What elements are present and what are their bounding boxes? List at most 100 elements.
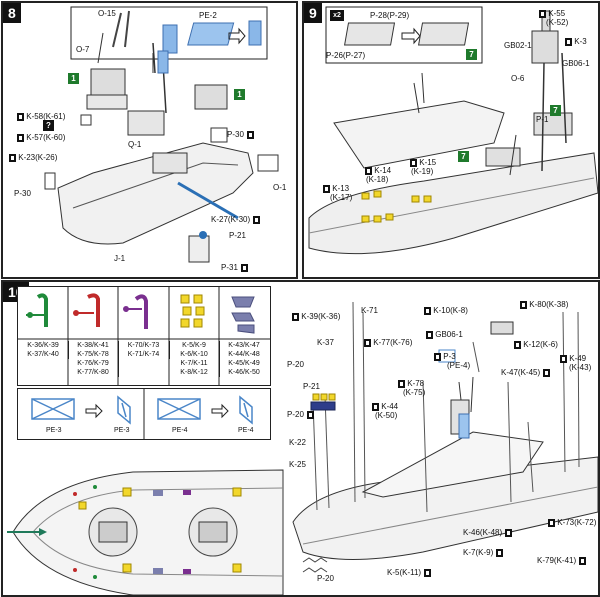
part-icon [496, 548, 504, 557]
part-icon [505, 528, 513, 537]
part-icon [543, 368, 551, 377]
label-j1: J-1 [114, 254, 126, 263]
label-k57: K-57(K-60) [16, 133, 65, 142]
label-p20-top: P-20 [287, 360, 304, 369]
part-icon [579, 556, 587, 565]
label-k39: K-39(K-36) [291, 312, 340, 321]
label-k25: K-25 [289, 460, 306, 469]
label-k80: K-80(K-38) [519, 300, 568, 309]
label-gb06: GB06-1 [425, 330, 463, 339]
label-k3: K-3 [564, 37, 587, 46]
part-icon [424, 568, 432, 577]
part-icon [292, 312, 299, 321]
label-pe3-folded: PE-3 [114, 427, 130, 434]
label-k58: K-58(K-61) [16, 112, 65, 121]
label-k15: K-15 [409, 158, 436, 167]
label-k5: K-5(K-11) [387, 568, 432, 577]
part-icon [364, 338, 371, 347]
label-k13: K-13 [322, 184, 349, 193]
label-k14: K-14 [364, 166, 391, 175]
label-k52: (K-52) [546, 18, 569, 27]
part-icon [410, 158, 417, 167]
label-k78: K-78 [397, 379, 424, 388]
label-p21-step10: P-21 [303, 382, 320, 391]
step-8-panel: 8 1 1 [1, 1, 298, 279]
label-k23: K-23(K-26) [8, 153, 57, 162]
label-pe4-paren: (PE-4) [447, 361, 471, 370]
part-icon [434, 352, 441, 361]
part-icon [17, 112, 24, 121]
step-9-panel: 9 x2 7 7 [302, 1, 600, 279]
color-badge: 7 [550, 105, 561, 116]
part-icon [426, 330, 433, 339]
label-k77: K-77(K-76) [363, 338, 412, 347]
part-icon [539, 9, 546, 18]
color-badge: 7 [458, 151, 469, 162]
label-k10: K-10(K-8) [423, 306, 468, 315]
label-p21: P-21 [229, 231, 246, 240]
label-k49: K-49 [559, 354, 586, 363]
label-p30-right: P-30 [227, 130, 255, 139]
part-icon [565, 37, 572, 46]
etched-parts-table: PE-3 PE-3 PE-4 PE-4 [17, 388, 271, 440]
part-icon [514, 340, 521, 349]
part-icon [253, 215, 261, 224]
label-k22: K-22 [289, 438, 306, 447]
part-icon [548, 518, 555, 527]
label-p3: P-3 [433, 352, 456, 361]
label-k43: (K-43) [569, 363, 592, 372]
label-k71: K-71 [361, 306, 378, 315]
step-10-drawing [7, 301, 598, 595]
label-p31: P-31 [221, 263, 249, 272]
label-k7: K-7(K-9) [463, 548, 504, 557]
label-gb806: GB06-1 [562, 59, 590, 68]
label-k55: K-55 [538, 9, 565, 18]
label-k17: (K-17) [330, 193, 353, 202]
label-pe4-flat: PE-4 [172, 427, 188, 434]
color-badge: 1 [68, 73, 79, 84]
part-icon [424, 306, 431, 315]
part-icon [560, 354, 567, 363]
label-k79: K-79(K-41) [537, 556, 587, 565]
quantity-badge: x2 [330, 10, 344, 21]
label-p28: P-28(P-29) [370, 11, 410, 20]
label-o15: O-15 [98, 9, 116, 18]
step-10-panel: 10 [1, 280, 600, 597]
part-icon [247, 130, 255, 139]
part-icon [372, 402, 379, 411]
label-k50: (K-50) [375, 411, 398, 420]
label-k12: K-12(K-6) [513, 340, 558, 349]
parts-table-grid [18, 287, 270, 385]
label-q1: Q-1 [128, 140, 142, 149]
step-number: 9 [304, 3, 322, 23]
part-icon [398, 379, 405, 388]
step-number: 8 [3, 3, 21, 23]
label-p30-left: P-30 [14, 189, 31, 198]
color-badge: 7 [466, 49, 477, 60]
label-k37: K-37 [317, 338, 334, 347]
label-k44: K-44 [371, 402, 398, 411]
label-pe2: PE-2 [199, 11, 217, 20]
question-badge: ? [43, 120, 54, 131]
label-k27: K-27(K-30) [211, 215, 261, 224]
color-badge: 1 [234, 89, 245, 100]
label-pe4-folded: PE-4 [238, 427, 254, 434]
part-icon [365, 166, 372, 175]
part-icon [17, 133, 24, 142]
label-gb02: GB02-1 [504, 41, 532, 50]
label-p1: P-1 [536, 115, 549, 124]
label-p20-mid: P-20 [287, 410, 315, 419]
etched-parts-drawing [31, 389, 253, 439]
label-k47: K-47(K-45) [501, 368, 551, 377]
part-icon [241, 263, 249, 272]
label-k18: (K-18) [366, 175, 389, 184]
part-icon [307, 410, 315, 419]
part-icon [9, 153, 16, 162]
label-o1: O-1 [273, 183, 287, 192]
part-icon [520, 300, 527, 309]
label-o7: O-7 [76, 45, 90, 54]
